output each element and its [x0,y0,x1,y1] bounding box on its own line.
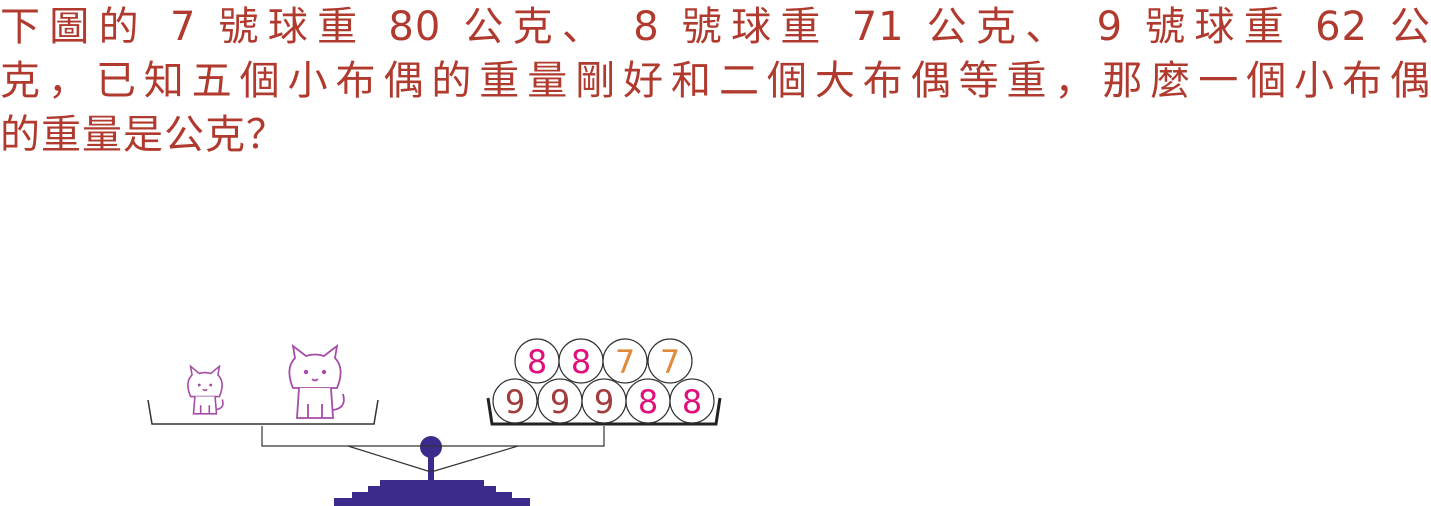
ball-number: 8 [571,343,591,381]
scale-beam [261,426,605,473]
ball-number: 7 [660,343,680,381]
left-pan [147,399,379,425]
question-line-2: 克，已知五個小布偶的重量剛好和二個大布偶等重，那麼一個小布偶 [0,58,1431,104]
balls-bottom-row: 9 9 9 8 8 [492,378,715,424]
scale-base [334,436,530,506]
ball-8: 8 [669,378,715,424]
ball-number: 7 [615,343,635,381]
ball-8: 8 [514,338,560,384]
question-line-3: 的重量是公克？ [0,112,287,158]
ball-9: 9 [581,378,627,424]
ball-9: 9 [537,378,583,424]
ball-number: 9 [505,383,525,421]
ball-number: 8 [527,343,547,381]
ball-number: 9 [550,383,570,421]
ball-9: 9 [492,378,538,424]
ball-number: 8 [638,383,658,421]
ball-8: 8 [625,378,671,424]
ball-number: 9 [594,383,614,421]
question-line-1: 下圖的 7 號球重 80 公克、 8 號球重 71 公克、 9 號球重 62 公 [0,4,1431,50]
question-text: 下圖的 7 號球重 80 公克、 8 號球重 71 公克、 9 號球重 62 公… [0,4,1431,166]
ball-7: 7 [647,338,693,384]
right-pan [486,397,722,426]
ball-number: 8 [682,383,702,421]
ball-7: 7 [602,338,648,384]
balls-top-row: 8 8 7 7 [514,338,693,384]
small-cat-doll [187,364,224,415]
large-cat-doll [288,343,345,419]
ball-8: 8 [558,338,604,384]
